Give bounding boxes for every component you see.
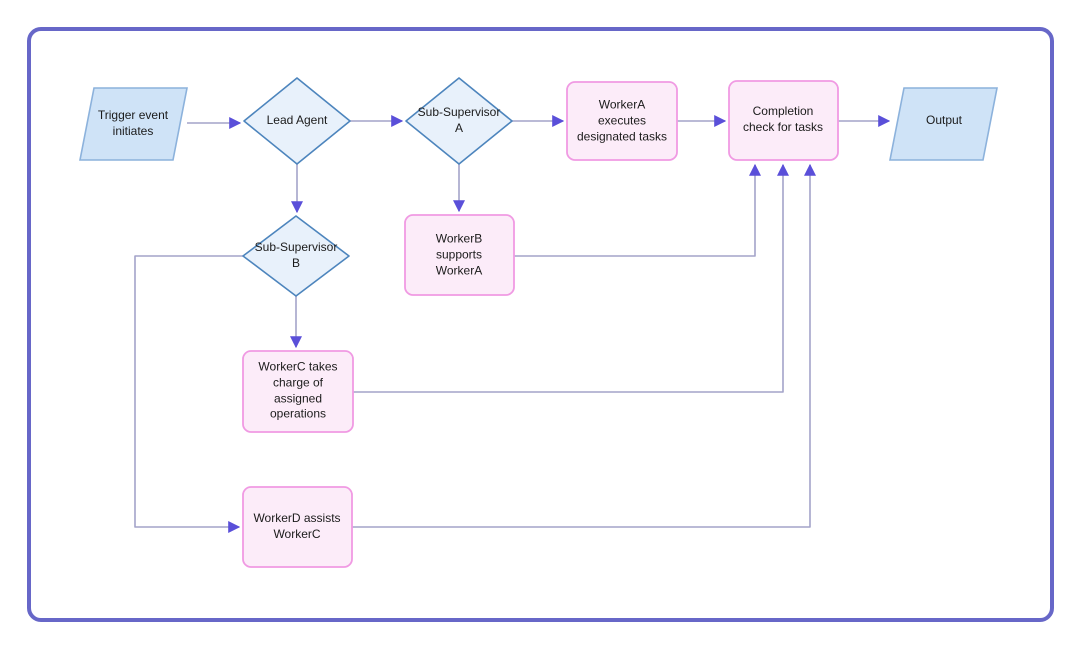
connector-worker-b-to-completion [514,163,761,257]
node-trigger-shape [79,87,188,161]
node-sub-supervisor-b-shape [242,215,350,297]
connector-worker-c-to-completion [353,163,789,393]
node-completion-shape [728,80,839,161]
node-worker-a-shape [566,81,678,161]
node-worker-b-shape [404,214,515,296]
node-output-shape [889,87,998,161]
node-worker-d-shape [242,486,353,568]
node-sub-supervisor-a-shape [405,77,513,165]
connector-worker-d-to-completion [352,163,816,528]
node-worker-c-shape [242,350,354,433]
node-lead-agent-shape [243,77,351,165]
connector-sub-supervisor-b-to-worker-d [134,255,243,533]
